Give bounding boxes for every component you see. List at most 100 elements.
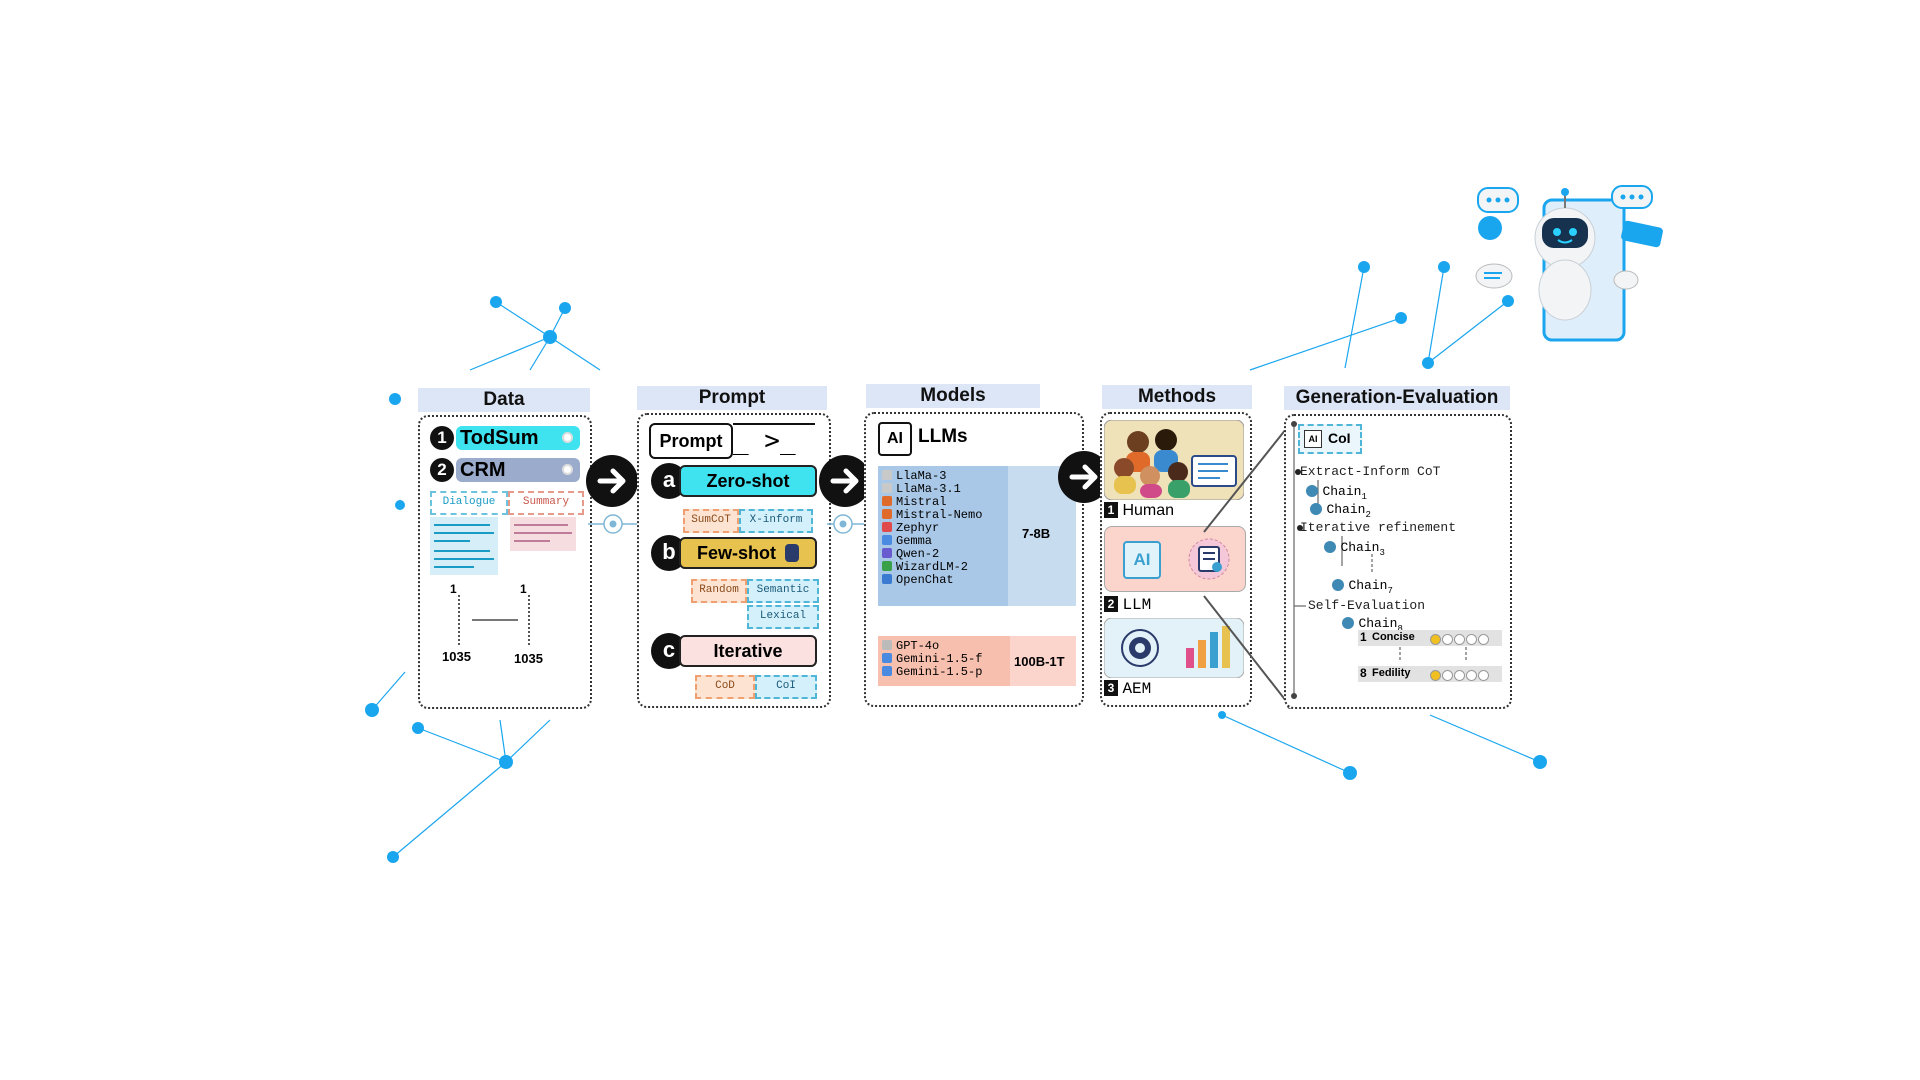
tree-chain-1: Chain1 bbox=[1306, 482, 1367, 502]
toggle-icon bbox=[785, 544, 799, 562]
model-item: Qwen-2 bbox=[882, 548, 982, 561]
prompt-panel: Prompt _ >_ a Zero-shot SumCoT X-inform … bbox=[637, 413, 831, 708]
score-row-concise: 1 Concise bbox=[1358, 630, 1502, 646]
model-item: Zephyr bbox=[882, 522, 982, 535]
dataset-number: 2 bbox=[430, 458, 454, 482]
rating-circle bbox=[1454, 634, 1465, 645]
tag-dialogue: Dialogue bbox=[430, 491, 508, 515]
tag-summary: Summary bbox=[508, 491, 584, 515]
model-item: Mistral-Nemo bbox=[882, 509, 982, 522]
count-bottom-2: 1035 bbox=[514, 651, 543, 666]
count-range-line-1 bbox=[458, 595, 460, 645]
model-item: OpenChat bbox=[882, 574, 982, 587]
geneval-panel: AI CoI Extract-Inform CoT Chain1 Chain2 … bbox=[1284, 414, 1512, 709]
tree-lines bbox=[1291, 421, 1467, 699]
terminal-icon: _ >_ bbox=[733, 423, 815, 457]
score-number: 1 bbox=[1360, 630, 1367, 644]
rating-stars bbox=[1430, 668, 1490, 686]
rating-circle bbox=[1454, 670, 1465, 681]
score-label: Fedility bbox=[1372, 667, 1411, 679]
option-random: Random bbox=[691, 579, 747, 603]
small-range-label: 7-8B bbox=[1022, 526, 1051, 541]
rating-circle bbox=[1442, 634, 1453, 645]
option-cod: CoD bbox=[695, 675, 755, 699]
robot-illustration bbox=[1475, 185, 1663, 342]
tree-iterative-refinement: Iterative refinement bbox=[1300, 520, 1457, 535]
method-number: 1 bbox=[1104, 502, 1118, 518]
option-semantic: Semantic bbox=[747, 579, 819, 603]
rating-stars bbox=[1430, 632, 1490, 650]
rating-circle bbox=[1430, 634, 1441, 645]
large-models-group: GPT-4o Gemini-1.5-f Gemini-1.5-p 100B-1T bbox=[878, 636, 1076, 686]
dataset-crm: 2 CRM bbox=[426, 457, 584, 483]
data-panel: 1 TodSum 2 CRM Dialogue Summary 1 1 1035… bbox=[418, 415, 592, 709]
prompt-label: Prompt bbox=[649, 423, 733, 459]
chain-icon bbox=[1310, 503, 1322, 515]
dialogue-doc-icon bbox=[430, 517, 498, 575]
count-connector bbox=[472, 619, 518, 621]
methods-panel: 1 Human AI 2 LLM 3 AEM bbox=[1100, 412, 1252, 707]
score-label: Concise bbox=[1372, 631, 1415, 643]
option-sumcot: SumCoT bbox=[683, 509, 739, 533]
methods-header: Methods bbox=[1102, 385, 1252, 409]
method-label: Zero-shot bbox=[706, 471, 790, 491]
large-range-label: 100B-1T bbox=[1014, 654, 1065, 669]
count-top-1: 1 bbox=[450, 582, 457, 596]
score-number: 8 bbox=[1360, 666, 1367, 680]
method-zero-shot: Zero-shot bbox=[679, 465, 817, 497]
small-models-list: LlaMa-3 LlaMa-3.1 Mistral Mistral-Nemo Z… bbox=[882, 470, 982, 587]
option-lexical: Lexical bbox=[747, 605, 819, 629]
model-item: Mistral bbox=[882, 496, 982, 509]
tree-self-evaluation: Self-Evaluation bbox=[1308, 598, 1426, 613]
rating-circle bbox=[1466, 670, 1477, 681]
aem-illustration bbox=[1104, 618, 1244, 678]
chain-icon bbox=[1332, 579, 1344, 591]
geneval-header: Generation-Evaluation bbox=[1284, 386, 1510, 410]
rating-circle bbox=[1430, 670, 1441, 681]
connector-node bbox=[827, 514, 867, 534]
method-human: 1 Human bbox=[1104, 502, 1174, 520]
arrow-icon bbox=[819, 455, 871, 507]
chain-icon bbox=[1324, 541, 1336, 553]
method-number: 3 bbox=[1104, 680, 1118, 696]
coi-box: AI CoI bbox=[1298, 424, 1362, 454]
method-label: LLM bbox=[1122, 596, 1152, 614]
data-header: Data bbox=[418, 388, 590, 412]
tree-extract-inform: Extract-Inform CoT bbox=[1300, 464, 1441, 479]
dataset-name: CRM bbox=[460, 459, 506, 481]
connector-node bbox=[588, 514, 638, 534]
count-top-2: 1 bbox=[520, 582, 527, 596]
model-item: LlaMa-3 bbox=[882, 470, 982, 483]
arrow-icon bbox=[586, 455, 638, 507]
tree-chain-8: Chain8 bbox=[1342, 614, 1403, 634]
method-label: Few-shot bbox=[696, 543, 776, 563]
model-item: Gemma bbox=[882, 535, 982, 548]
human-illustration bbox=[1104, 420, 1244, 500]
method-number: 2 bbox=[1104, 596, 1118, 612]
method-few-shot: Few-shot bbox=[679, 537, 817, 569]
checklist-icon bbox=[1188, 538, 1230, 580]
score-row-fedility: 8 Fedility bbox=[1358, 666, 1502, 682]
llms-label: LLMs bbox=[918, 426, 968, 447]
rating-circle bbox=[1442, 670, 1453, 681]
chain-icon bbox=[1306, 485, 1318, 497]
method-llm: 2 LLM bbox=[1104, 596, 1151, 614]
model-item: Gemini-1.5-f bbox=[882, 653, 982, 666]
rating-circle bbox=[1466, 634, 1477, 645]
option-coi: CoI bbox=[755, 675, 817, 699]
target-icon bbox=[562, 432, 573, 443]
count-range-line-2 bbox=[528, 595, 530, 645]
coi-label: CoI bbox=[1328, 430, 1351, 446]
ai-chip-icon: AI bbox=[1123, 541, 1161, 579]
method-aem: 3 AEM bbox=[1104, 680, 1151, 698]
target-icon bbox=[562, 464, 573, 475]
ai-chip-icon: AI bbox=[878, 422, 912, 456]
method-label: Iterative bbox=[713, 641, 783, 661]
dataset-todsum: 1 TodSum bbox=[426, 425, 584, 451]
method-iterative: Iterative bbox=[679, 635, 817, 667]
model-item: GPT-4o bbox=[882, 640, 982, 653]
large-models-list: GPT-4o Gemini-1.5-f Gemini-1.5-p bbox=[882, 640, 982, 679]
models-panel: AI LLMs LlaMa-3 LlaMa-3.1 Mistral Mistra… bbox=[864, 412, 1084, 707]
model-item: LlaMa-3.1 bbox=[882, 483, 982, 496]
tree-chain-7: Chain7 bbox=[1332, 576, 1393, 596]
